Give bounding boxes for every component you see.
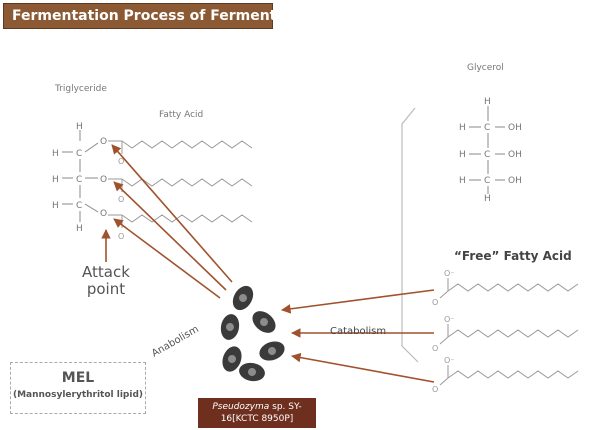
atom-h: H <box>459 123 466 133</box>
glycerol-label: Glycerol <box>467 63 504 73</box>
glycerol-atoms: H H C OH H C OH H C OH H <box>459 97 522 204</box>
attack-point-label: Attack point <box>77 264 135 298</box>
organism-strain-line1: sp. SY- <box>269 402 302 412</box>
atom-o: O <box>432 344 438 353</box>
arrow-to-ester-3 <box>113 218 221 299</box>
arrow-from-fatty-acid-3 <box>291 352 435 383</box>
atom-o: O <box>118 232 124 241</box>
atom-oh: OH <box>508 123 522 133</box>
atom-c: C <box>484 123 490 133</box>
atom-h: H <box>52 149 59 159</box>
yeast-cell <box>252 311 276 333</box>
atom-c: C <box>484 150 490 160</box>
atom-o: O <box>100 137 107 147</box>
atom-o: O <box>432 385 438 394</box>
atom-c: C <box>484 176 490 186</box>
yeast-cell <box>259 341 285 361</box>
yeast-cell <box>239 362 265 382</box>
triglyceride-atoms: H H C O H C O H C O H <box>52 122 107 234</box>
atom-o: O <box>118 157 124 166</box>
atom-h: H <box>459 150 466 160</box>
atom-o-minus: O⁻ <box>444 315 455 324</box>
atom-o: O <box>100 209 107 219</box>
atom-c: C <box>76 149 82 159</box>
atom-o: O <box>118 195 124 204</box>
triglyceride-label: Triglyceride <box>55 84 107 94</box>
atom-h: H <box>484 97 491 107</box>
arrow-to-ester-1 <box>111 144 233 283</box>
atom-h: H <box>76 224 83 234</box>
atom-h: H <box>52 201 59 211</box>
mel-box: MEL (Mannosylerythritol lipid) <box>10 362 146 414</box>
free-fatty-acid-label: “Free” Fatty Acid <box>454 249 572 263</box>
atom-c: C <box>76 175 82 185</box>
atom-h: H <box>459 176 466 186</box>
atom-c: C <box>76 201 82 211</box>
atom-o: O <box>100 175 107 185</box>
separator-bracket <box>401 107 419 363</box>
arrows <box>101 144 435 383</box>
arrow-from-fatty-acid-1 <box>281 289 435 314</box>
yeast-cell <box>220 314 240 340</box>
atom-o: O <box>432 298 438 307</box>
fatty-acid-chains <box>108 140 253 228</box>
catabolism-label: Catabolism <box>330 326 387 337</box>
triglyceride-structure <box>62 130 99 222</box>
carbonyl-oxygens: O O O <box>118 157 124 241</box>
free-fatty-acid-chains <box>439 278 579 386</box>
mel-title: MEL <box>61 370 95 386</box>
yeast-cell <box>222 346 242 372</box>
atom-h: H <box>484 194 491 204</box>
title-banner: Fermentation Process of Fermentoil <box>3 3 296 29</box>
fatty-acid-label: Fatty Acid <box>159 110 204 120</box>
arrow-to-ester-2 <box>113 181 227 291</box>
organism-genus: Pseudozyma <box>212 402 270 412</box>
atom-o-minus: O⁻ <box>444 356 455 365</box>
atom-o-minus: O⁻ <box>444 269 455 278</box>
attack-point-line2: point <box>86 280 126 298</box>
glycerol-structure <box>469 106 505 194</box>
atom-h: H <box>76 122 83 132</box>
organism-label: Pseudozyma sp. SY- 16[KCTC 8950P] <box>198 398 316 428</box>
free-fatty-acid-oxygens: O⁻ O O⁻ O O⁻ O <box>432 269 455 394</box>
organism-strain-line2: 16[KCTC 8950P] <box>220 414 294 424</box>
yeast-cells <box>220 285 285 382</box>
attack-point-line1: Attack <box>82 263 130 281</box>
diagram-title: Fermentation Process of Fermentoil <box>12 8 296 24</box>
mel-subtitle: (Mannosylerythritol lipid) <box>12 390 144 400</box>
atom-oh: OH <box>508 150 522 160</box>
atom-oh: OH <box>508 176 522 186</box>
yeast-cell <box>232 285 254 311</box>
atom-h: H <box>52 175 59 185</box>
